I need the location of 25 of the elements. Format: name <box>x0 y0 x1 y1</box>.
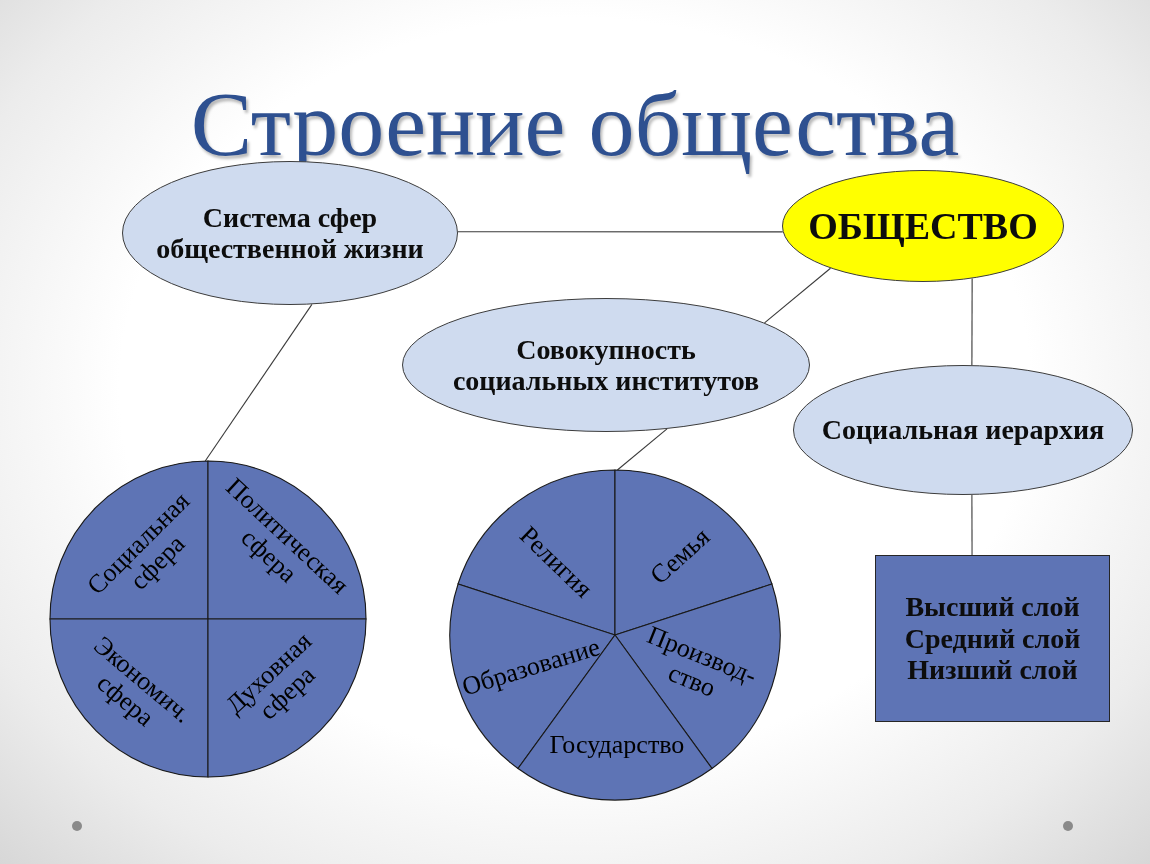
node-label: Совокупность социальных институтов <box>451 333 761 397</box>
strata-label: Низший слой <box>907 654 1078 686</box>
circle-sector <box>50 461 208 619</box>
connector-line <box>457 231 784 233</box>
node-label: Система сфер общественной жизни <box>155 201 425 265</box>
strata-box <box>875 555 1110 722</box>
node-label: ОБЩЕСТВО <box>808 204 1038 248</box>
node-label: Социальная иерархия <box>821 414 1105 446</box>
concept-ellipse <box>122 161 458 305</box>
circle-sector <box>208 619 366 777</box>
divided-circle <box>50 461 366 777</box>
strata-label: Средний слой <box>904 622 1081 655</box>
connector-line <box>971 494 973 556</box>
connector-line <box>204 303 313 462</box>
sector-label: Государство <box>549 731 685 759</box>
connector-line <box>764 267 832 324</box>
circle-sector <box>208 461 366 619</box>
connector-line <box>971 277 973 366</box>
connector-line <box>616 428 668 471</box>
concept-ellipse <box>793 365 1133 495</box>
strata-label: Высший слой <box>905 591 1080 623</box>
circle-sector <box>50 619 208 777</box>
concept-ellipse <box>402 298 810 432</box>
circle-sector <box>457 470 615 635</box>
divided-circle <box>449 470 780 800</box>
